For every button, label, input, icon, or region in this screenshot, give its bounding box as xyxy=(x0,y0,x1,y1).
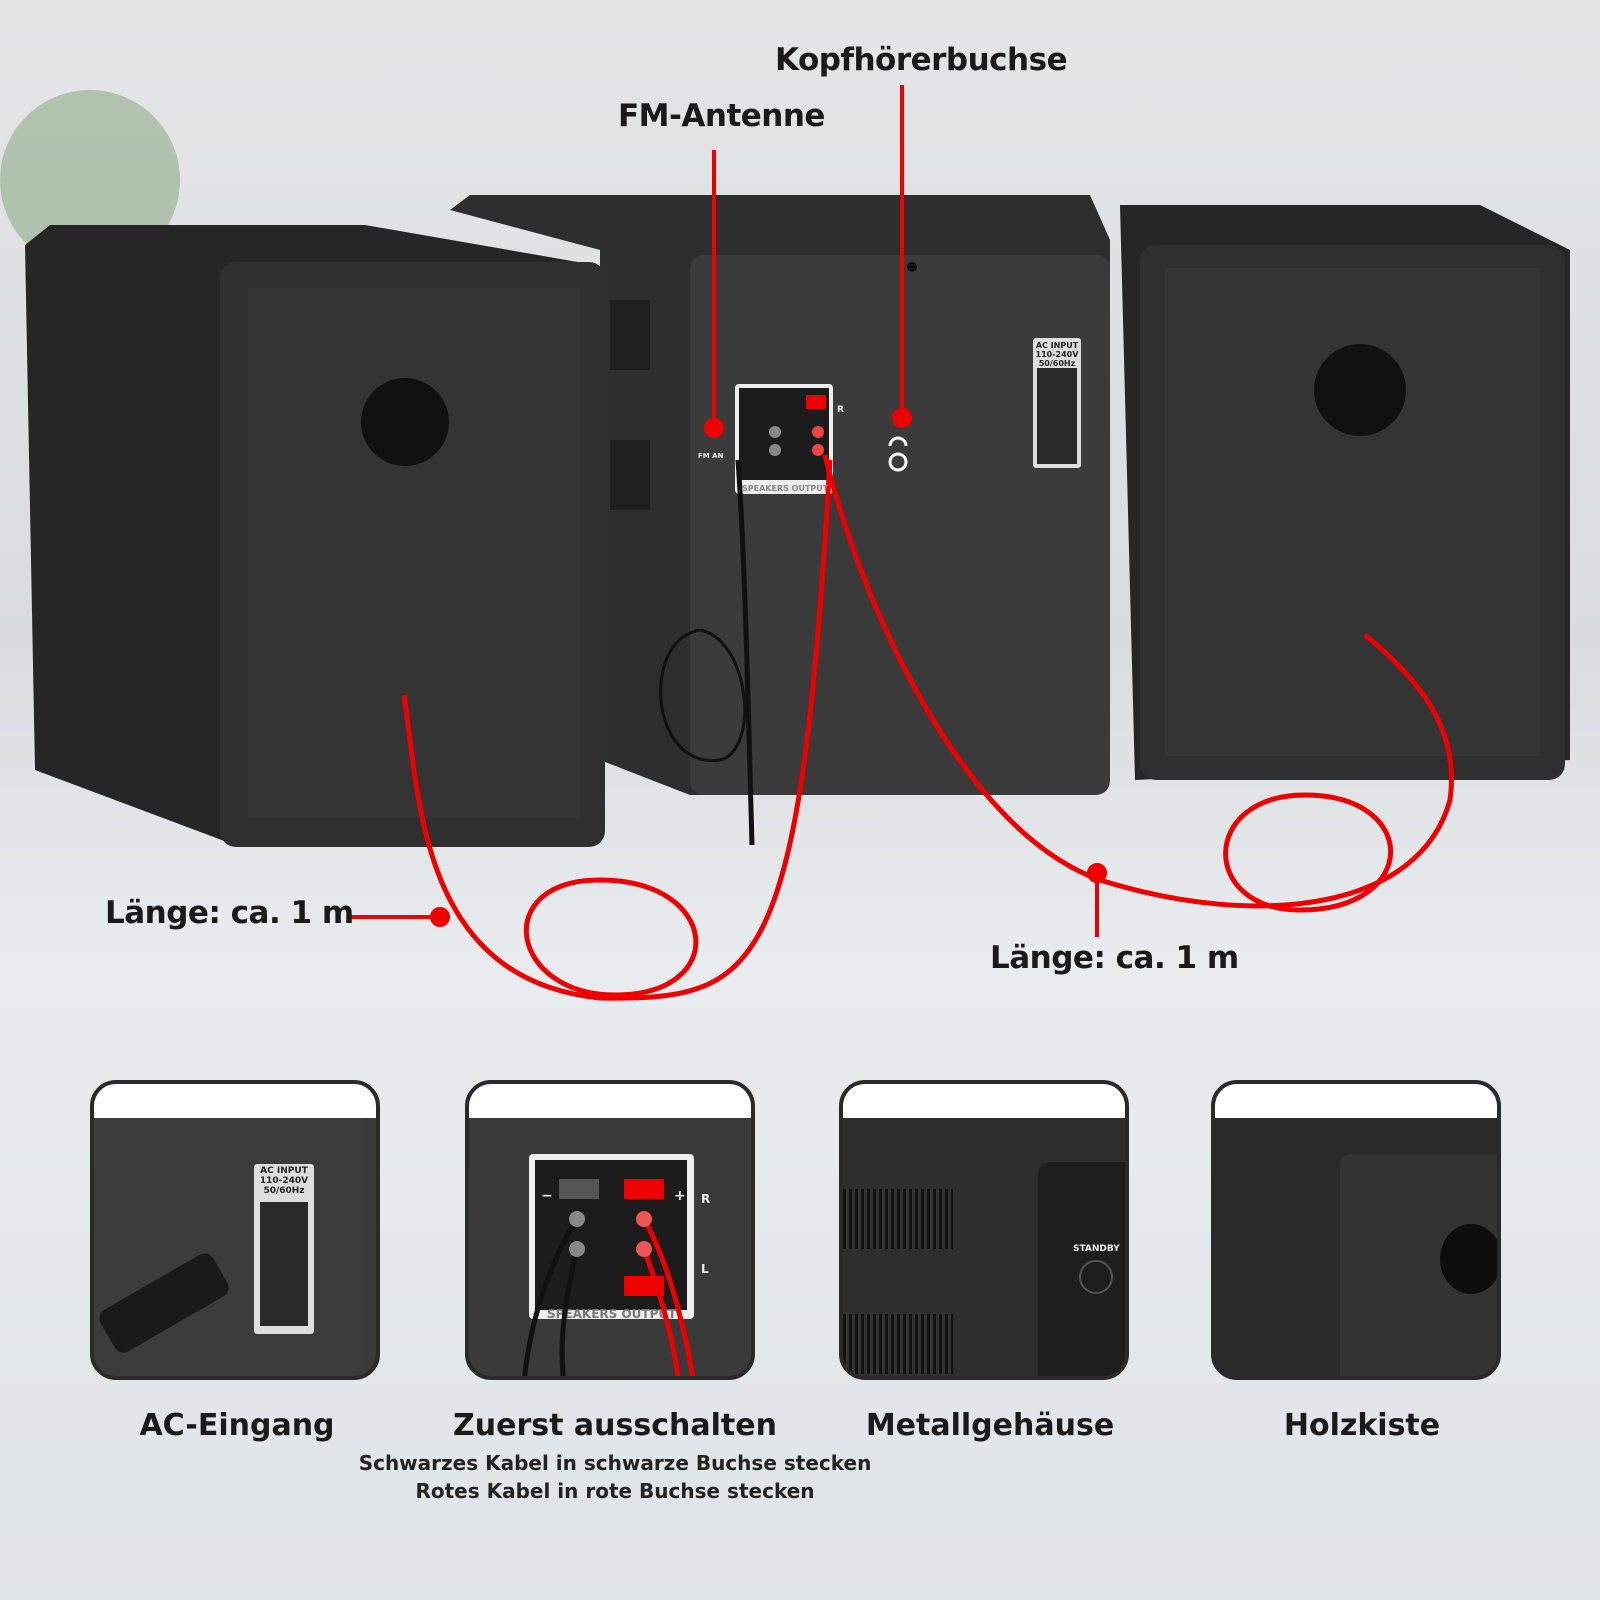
channel-r-label: R xyxy=(837,405,844,415)
standby-button xyxy=(1079,1260,1113,1294)
ac-label-line: AC INPUT xyxy=(1035,341,1079,350)
channel-l-label: L xyxy=(701,1262,709,1276)
ac-label-line: 50/60Hz xyxy=(1038,359,1076,368)
fm-antenna-callout: FM-Antenne xyxy=(618,98,825,134)
feature-panel-wooden-box xyxy=(1211,1080,1501,1380)
feature-panel-metal-housing: STANDBY xyxy=(839,1080,1129,1380)
main-unit xyxy=(450,195,1110,795)
feature-title-metal-housing: Metallgehäuse xyxy=(865,1408,1115,1443)
feature-title-ac-input: AC-Eingang xyxy=(139,1408,335,1443)
feature-panel-speaker-terminals: R L + − SPEAKERS OUTPUT xyxy=(465,1080,755,1380)
feature-title-wooden-box: Holzkiste xyxy=(1283,1408,1441,1443)
speaker-cables xyxy=(401,454,1454,1001)
ac-input-label: AC INPUT 110-240V 50/60Hz xyxy=(1033,341,1081,368)
right-speaker xyxy=(1120,205,1570,780)
feature-panel-ac-input: AC INPUT 110-240V 50/60Hz xyxy=(90,1080,380,1380)
channel-r-label: R xyxy=(701,1192,711,1206)
ac-socket-icon xyxy=(260,1202,308,1326)
feature-title-switch-off: Zuerst ausschalten xyxy=(453,1408,777,1443)
speakers-output-label: SPEAKERS OUTPUT xyxy=(547,1307,677,1321)
speakers-output-label: SPEAKERS OUTPUT xyxy=(742,484,829,493)
product-scene xyxy=(0,85,1570,1001)
left-speaker xyxy=(25,225,605,847)
instruction-red-cable: Rotes Kabel in rote Buchse stecken xyxy=(415,1479,815,1503)
plus-label: + xyxy=(674,1188,686,1204)
cable-length-left: Länge: ca. 1 m xyxy=(105,895,354,931)
minus-label: − xyxy=(541,1188,553,1204)
ac-label-line: AC INPUT xyxy=(260,1166,308,1176)
cable-length-right: Länge: ca. 1 m xyxy=(990,940,1239,976)
ac-label-line: 50/60Hz xyxy=(263,1186,305,1196)
callout-lines xyxy=(350,85,1107,937)
ac-label-line: 110-240V xyxy=(259,1176,309,1186)
headphone-jack-callout: Kopfhörerbuchse xyxy=(775,42,1068,78)
bass-port xyxy=(1440,1224,1497,1294)
ac-label-line: 110-240V xyxy=(1035,350,1079,359)
instruction-black-cable: Schwarzes Kabel in schwarze Buchse steck… xyxy=(358,1451,872,1475)
standby-label: STANDBY xyxy=(1073,1244,1120,1254)
fm-antenna-jack-label: FM AN xyxy=(698,452,724,460)
